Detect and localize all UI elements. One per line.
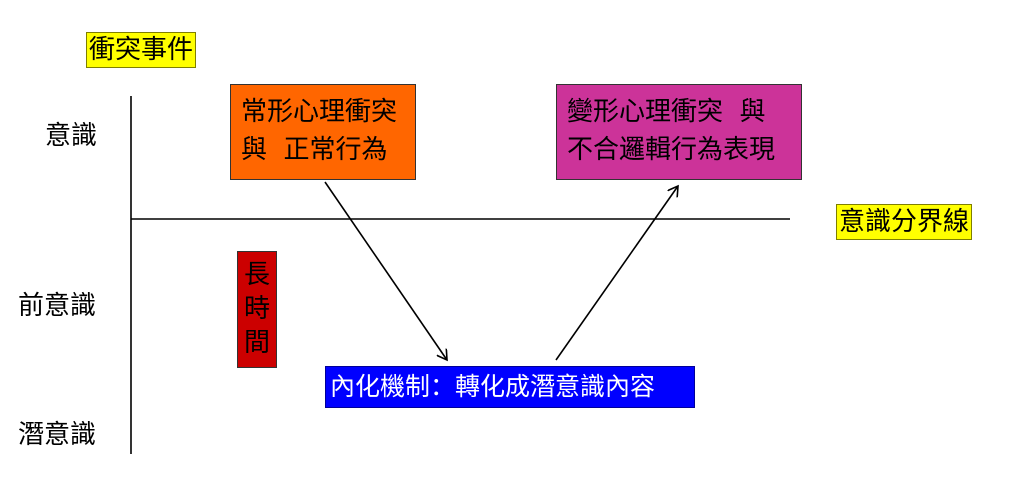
level-label-preconscious: 前意識	[18, 291, 97, 321]
normal-conflict-line2: 與 正常行為	[241, 135, 388, 165]
internalization-mechanism-text: 內化機制：轉化成潛意識內容	[330, 372, 656, 401]
long-duration-box: 長 時 間	[237, 251, 277, 368]
normal-conflict-box: 常形心理衝突 與 正常行為	[230, 84, 416, 180]
arrow-up-to-abnormal	[555, 186, 678, 361]
duration-char-2: 時	[243, 294, 270, 324]
abnormal-conflict-line1: 變形心理衝突 與	[567, 97, 766, 127]
arrow-down-to-mechanism	[324, 181, 447, 360]
abnormal-conflict-box: 變形心理衝突 與 不合邏輯行為表現	[556, 84, 802, 180]
level-label-subconscious: 潛意識	[18, 420, 97, 450]
level-label-conscious: 意識	[45, 121, 98, 151]
duration-char-3: 間	[243, 328, 270, 358]
consciousness-boundary-label: 意識分界線	[836, 204, 973, 240]
internalization-mechanism-box: 內化機制：轉化成潛意識內容	[325, 366, 695, 408]
abnormal-conflict-line2: 不合邏輯行為表現	[567, 135, 776, 165]
normal-conflict-line1: 常形心理衝突	[241, 97, 398, 127]
conflict-event-label: 衝突事件	[86, 32, 197, 68]
duration-char-1: 長	[243, 260, 270, 290]
